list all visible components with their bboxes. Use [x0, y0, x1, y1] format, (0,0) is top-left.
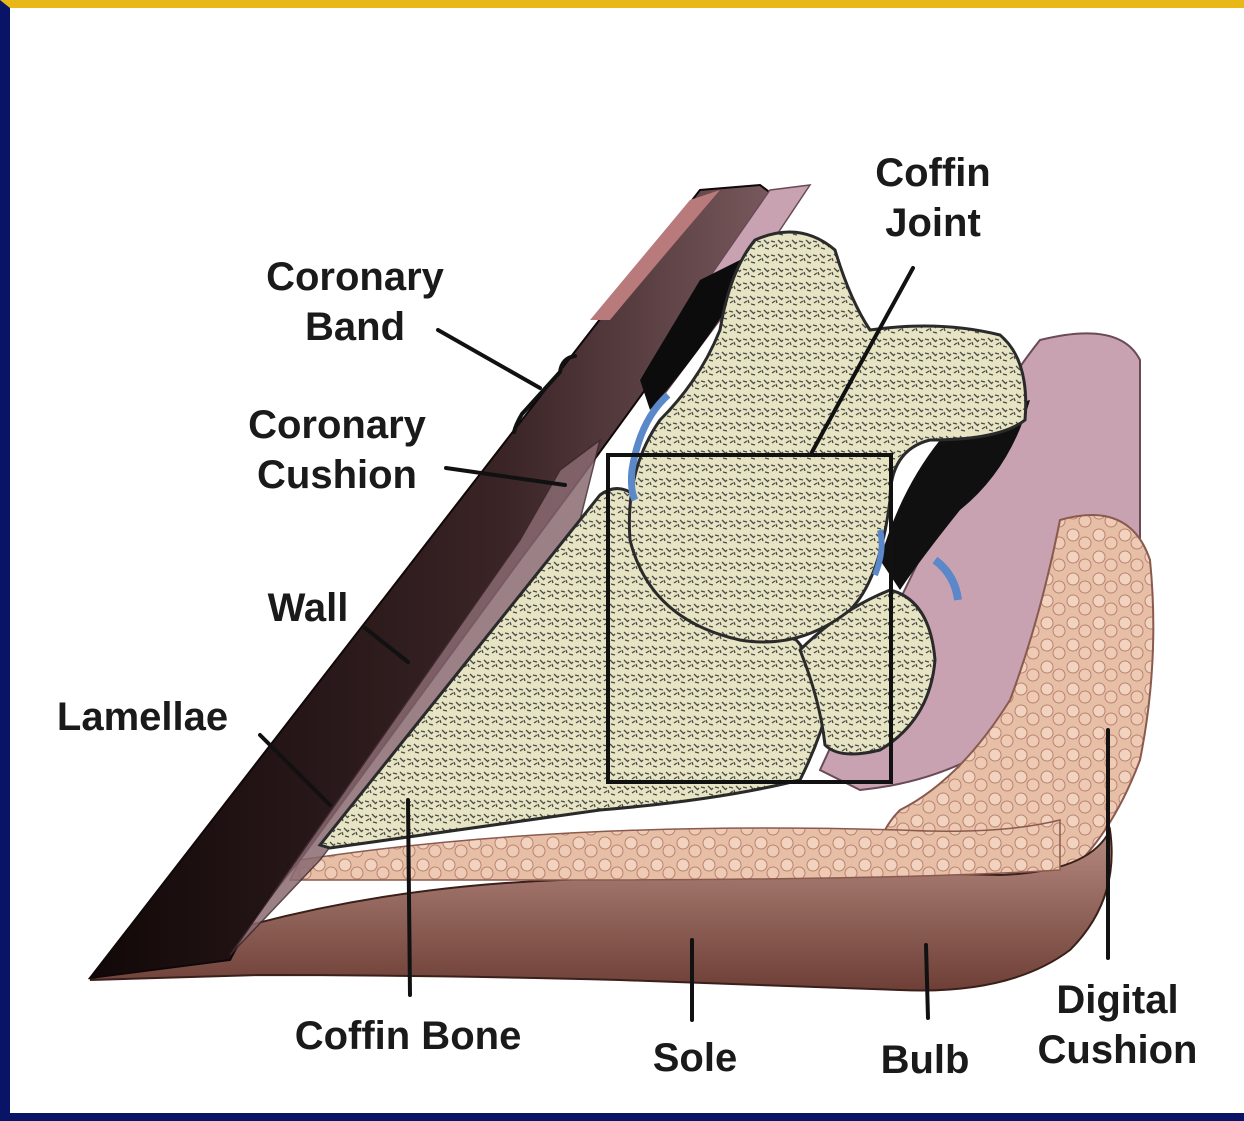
label-coronary-band: Coronary Band	[255, 252, 455, 352]
label-coronary-cushion-line1: Coronary	[237, 400, 437, 450]
label-digital-cushion-line1: Digital	[1025, 975, 1210, 1025]
leader-coffin-bone	[408, 800, 410, 995]
label-wall: Wall	[258, 583, 358, 633]
label-coffin-bone: Coffin Bone	[278, 1011, 538, 1061]
label-lamellae: Lamellae	[45, 692, 240, 742]
label-coffin-joint-line1: Coffin	[858, 148, 1008, 198]
label-coffin-joint-line2: Joint	[858, 198, 1008, 248]
label-sole: Sole	[640, 1033, 750, 1083]
label-coronary-cushion: Coronary Cushion	[237, 400, 437, 500]
leader-bulb	[926, 945, 928, 1018]
label-coffin-joint: Coffin Joint	[858, 148, 1008, 248]
label-coronary-cushion-line2: Cushion	[237, 450, 437, 500]
label-bulb: Bulb	[870, 1035, 980, 1085]
label-coronary-band-line1: Coronary	[255, 252, 455, 302]
label-digital-cushion-line2: Cushion	[1025, 1025, 1210, 1075]
label-coronary-band-line2: Band	[255, 302, 455, 352]
label-digital-cushion: Digital Cushion	[1025, 975, 1210, 1075]
